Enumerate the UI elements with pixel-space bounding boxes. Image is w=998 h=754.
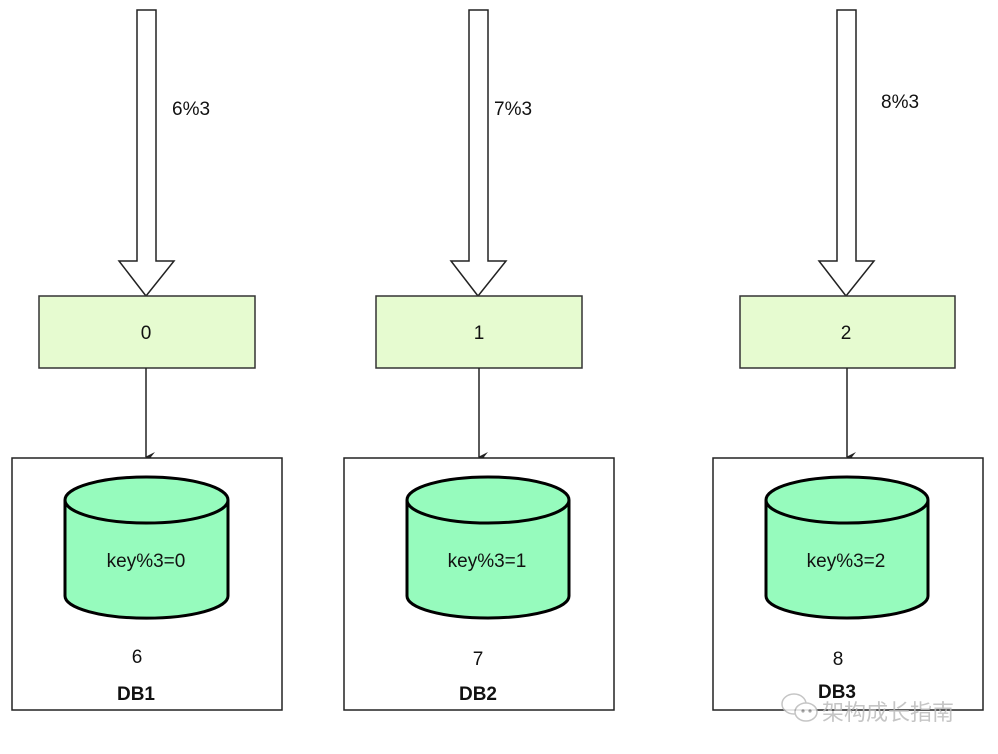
column-3: 8%3 2 key%3=2 8 DB3 [712,9,984,711]
column-2: 7%3 1 key%3=1 7 DB2 [343,9,615,711]
stored-value-3: 8 [833,649,844,670]
input-label-1: 6%3 [172,99,210,120]
db-name-2: DB2 [459,684,497,705]
db-name-3: DB3 [818,682,856,703]
bucket-box-1[interactable] [38,295,256,369]
bucket-label-1: 0 [141,323,152,344]
bucket-box-3[interactable] [739,295,956,369]
watermark: 架构成长指南 [781,693,954,726]
input-label-2: 7%3 [494,99,532,120]
stored-value-1: 6 [132,647,143,668]
bucket-label-3: 2 [841,323,852,344]
watermark-text: 架构成长指南 [822,701,954,726]
database-cylinder-icon-1 [63,475,230,620]
wechat-icon [781,693,818,722]
db-condition-1: key%3=0 [107,551,186,572]
block-arrow-3 [817,9,876,298]
input-label-3: 8%3 [881,92,919,113]
database-cylinder-icon-3 [764,475,930,620]
stored-value-2: 7 [473,649,484,670]
database-cylinder-icon-2 [405,475,571,620]
db-condition-3: key%3=2 [807,551,886,572]
db-condition-2: key%3=1 [448,551,527,572]
column-1: 6%3 0 key%3=0 6 DB1 [11,9,283,711]
block-arrow-1 [117,9,176,298]
bucket-label-2: 1 [474,323,485,344]
block-arrow-2 [449,9,508,298]
db-name-1: DB1 [117,684,155,705]
